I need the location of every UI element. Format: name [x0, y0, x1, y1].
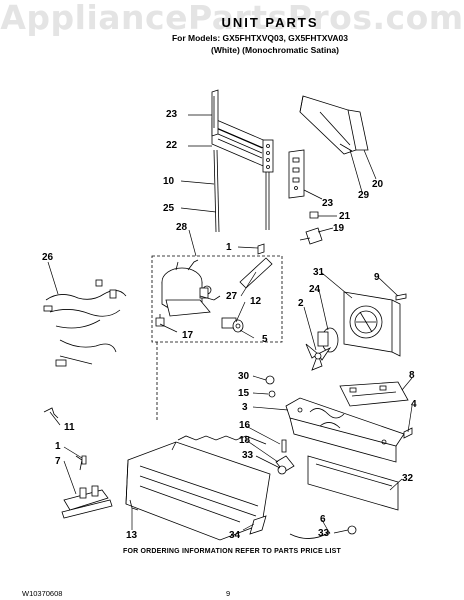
fan-blade — [305, 343, 332, 371]
callout-26: 26 — [42, 252, 54, 263]
callout-31: 31 — [313, 267, 325, 278]
callout-5: 5 — [262, 334, 268, 345]
access-cover — [307, 455, 399, 511]
callout-30: 30 — [238, 371, 250, 382]
screw-1a — [257, 243, 265, 255]
callout-28: 28 — [176, 222, 188, 233]
callout-34: 34 — [229, 530, 241, 541]
compressor-group-box — [151, 255, 283, 343]
wire-harness — [43, 279, 127, 367]
fan-bracket — [339, 381, 409, 407]
condenser-coil — [211, 89, 274, 173]
wire-clip-11 — [43, 407, 59, 419]
filter-drier — [239, 257, 273, 289]
callout-3: 3 — [242, 402, 248, 413]
callout-32: 32 — [402, 473, 414, 484]
callout-16: 16 — [239, 420, 251, 431]
callout-11: 11 — [64, 422, 75, 433]
callout-18: 18 — [239, 435, 251, 446]
mounting-bracket — [288, 149, 305, 199]
callout-19: 19 — [333, 223, 345, 234]
callout-24: 24 — [309, 284, 321, 295]
callout-10: 10 — [163, 176, 175, 187]
air-duct — [299, 95, 369, 155]
callout-9: 9 — [374, 272, 380, 283]
callout-15: 15 — [238, 388, 250, 399]
fan-shroud — [343, 291, 401, 357]
callout-20: 20 — [372, 179, 384, 190]
grommet-15 — [268, 390, 276, 398]
compressor — [161, 259, 221, 317]
watermark-logo: AppliancePartsPros.com — [0, 0, 464, 37]
foot-33b — [347, 525, 357, 535]
page-number: 9 — [226, 589, 231, 598]
callout-8: 8 — [409, 370, 415, 381]
callout-6: 6 — [320, 514, 326, 525]
callout-1: 1 — [226, 242, 232, 253]
drain-fitting-34 — [249, 515, 267, 535]
callout-2: 2 — [298, 298, 304, 309]
callout-1b: 1 — [55, 441, 61, 452]
callout-27: 27 — [226, 291, 238, 302]
condenser-tubes — [213, 149, 270, 233]
callout-29: 29 — [358, 190, 370, 201]
fan-motor — [317, 327, 339, 353]
heater-assembly-7 — [61, 455, 113, 519]
callout-12: 12 — [250, 296, 262, 307]
screw-4 — [403, 427, 413, 439]
ordering-note: FOR ORDERING INFORMATION REFER TO PARTS … — [122, 548, 342, 555]
document-number: W10370608 — [22, 589, 63, 598]
screw-16 — [281, 439, 287, 453]
callout-25: 25 — [163, 203, 175, 214]
page-title: UNIT PARTS — [221, 15, 319, 30]
callout-17: 17 — [182, 330, 194, 341]
callout-23b: 23 — [322, 198, 334, 209]
callout-leaders — [47, 114, 413, 535]
screw-and-clip — [299, 211, 323, 245]
callout-7: 7 — [55, 456, 61, 467]
callout-33: 33 — [242, 450, 254, 461]
callout-22: 22 — [166, 140, 178, 151]
foot-33a — [277, 465, 287, 475]
start-relay — [155, 314, 244, 333]
callout-21: 21 — [339, 211, 351, 222]
callout-4: 4 — [411, 399, 417, 410]
callout-23: 23 — [166, 109, 178, 120]
base-plate — [285, 397, 405, 463]
callout-33b: 33 — [318, 528, 330, 539]
models-line: For Models: GX5FHTXVQ03, GX5FHTXVA03 — [171, 33, 349, 43]
wire-6 — [289, 531, 331, 539]
screw-1b — [81, 455, 87, 465]
callout-13: 13 — [126, 530, 138, 541]
colors-line: (White) (Monochromatic Satina) — [211, 45, 339, 55]
grommet-30 — [265, 375, 275, 385]
screw-9 — [395, 293, 407, 301]
